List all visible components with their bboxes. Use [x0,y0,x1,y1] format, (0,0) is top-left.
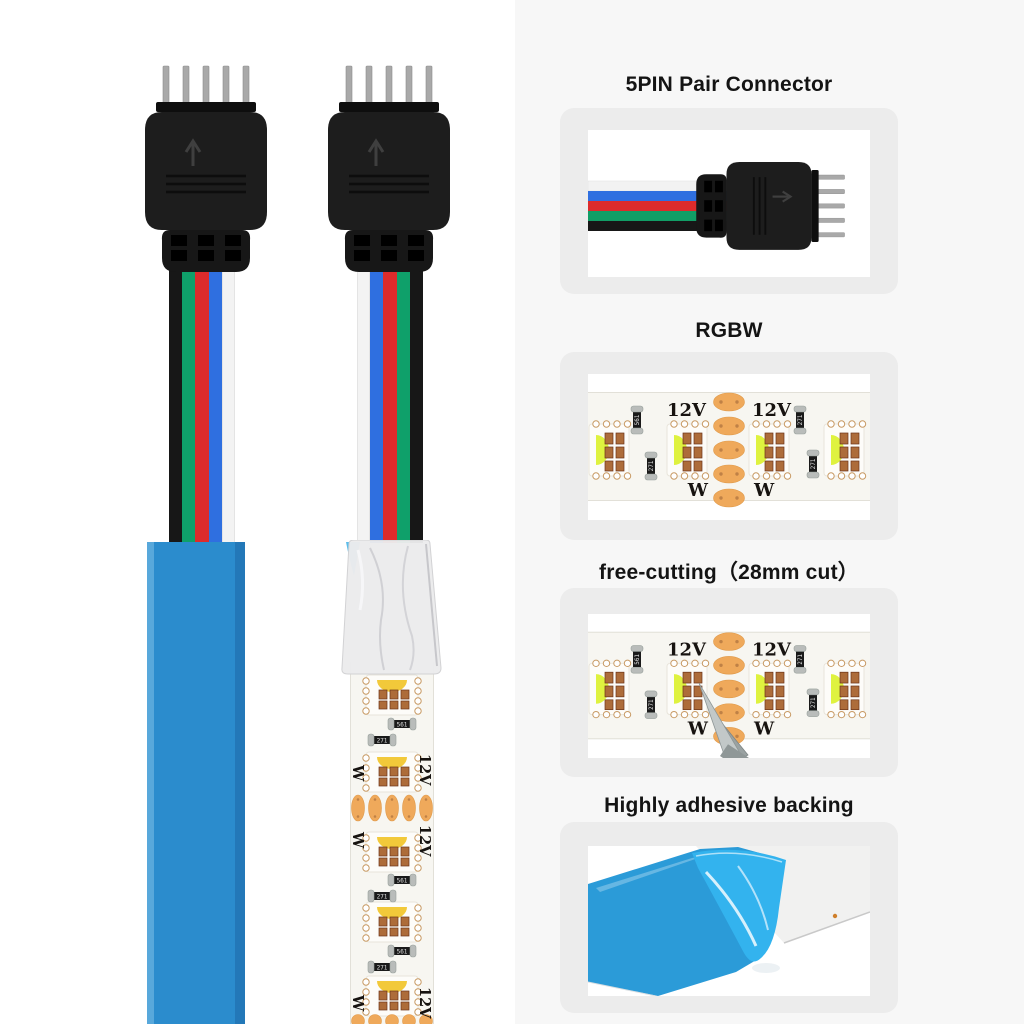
wire-red [195,270,209,544]
led-module [362,975,422,1017]
resistor-marking: 561 [397,948,408,955]
wire-black [409,270,424,543]
voltage-label: 12V [416,825,433,857]
led-module [362,901,422,943]
resistor-marking: 271 [810,458,817,469]
pair-connector-photo [588,130,870,277]
feature-card: 561 271 271 271 12V 12V W W [560,588,898,777]
white-channel-label: W [349,764,366,782]
white-channel-label: W [687,718,709,739]
wire-green [396,270,410,543]
rgbw-photo: 561 271 271 271 12V 12V W W [588,374,870,520]
ribbon-cable-right [357,270,424,543]
led-module [362,831,422,873]
white-channel-label: W [349,831,366,849]
led-module [588,659,632,719]
white-channel-label: W [349,994,366,1012]
feature-column: 5PIN Pair Connector RGBW [560,0,898,1024]
voltage-label: 12V [667,400,707,421]
wire-white [221,270,236,544]
resistor-marking: 271 [810,697,817,708]
feature-title: RGBW [695,319,763,342]
led-module [748,420,792,480]
led-strip-vertical: 561 271 561 271 561 271 W 12V W 12V W 12… [349,662,434,1024]
scissors-icon [698,682,749,758]
solder-pads [713,392,745,508]
resistor-marking: 561 [634,654,641,665]
led-module [823,659,867,719]
feature-title: 5PIN Pair Connector [625,73,833,96]
flat-cable-blue [147,542,245,1024]
feature-card [560,822,898,1013]
wire-red [383,270,397,543]
feature-card [560,108,898,294]
voltage-label: 12V [752,640,792,661]
wire-black [169,270,183,544]
voltage-label: 12V [416,987,433,1019]
feature-title: Highly adhesive backing [604,794,854,817]
white-channel-label: W [687,480,709,501]
free-cutting-photo: 561 271 271 271 12V 12V W W [588,614,870,758]
connector-plug [695,160,846,251]
resistor-marking: 561 [634,414,641,425]
voltage-label: 12V [752,400,792,421]
feature-title: free-cutting（28mm cut） [599,561,859,584]
led-module [666,420,710,480]
led-module [362,674,422,716]
led-module [823,420,867,480]
resistor-marking: 561 [397,877,408,884]
resistor-marking: 271 [648,699,655,710]
adhesive-backing-photo [588,846,870,996]
connector-pins [162,65,250,105]
wire-blue [370,270,384,543]
peeled-liner-flap [692,849,786,962]
resistor-marking: 271 [797,654,804,665]
led-module [588,420,632,480]
solder-pads [351,1014,433,1024]
up-arrow-icon [184,138,202,166]
resistor-marking: 271 [648,460,655,471]
resistor-marking: 271 [377,964,388,971]
ribbon-cable-left [169,270,236,544]
white-channel-label: W [753,718,775,739]
wire-blue [208,270,222,544]
resistor-marking: 271 [797,414,804,425]
connector-plug-left [145,65,267,272]
solder-pads [713,632,745,746]
led-module [748,659,792,719]
resistor-marking: 561 [397,721,408,728]
resistor-marking: 271 [377,893,388,900]
resistor-marking: 271 [377,737,388,744]
voltage-label: 12V [416,754,433,786]
solder-pads [351,794,433,822]
voltage-label: 12V [667,640,707,661]
wire-white [357,270,371,543]
heat-shrink-sleeve [341,540,442,675]
led-module [362,751,422,793]
feature-card: 561 271 271 271 12V 12V W W [560,352,898,540]
connector-plug-right [326,64,452,274]
wire-green [182,270,196,544]
white-channel-label: W [753,480,775,501]
